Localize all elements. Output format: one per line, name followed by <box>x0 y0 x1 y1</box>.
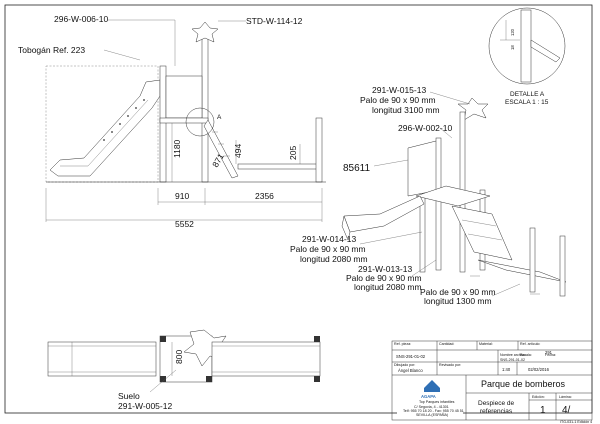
top-bridge <box>211 341 321 377</box>
post-2080a-label-a: Palo de 90 x 90 mm <box>290 244 366 254</box>
iso-platform <box>415 185 491 207</box>
dim-5552: 5552 <box>175 219 194 229</box>
tb-sheet-title-a: Despiece de <box>478 400 515 407</box>
title-block: Ref. pieza: SNS-291-01-02 Cantidad: Mate… <box>391 340 593 421</box>
side-view: A 296-W-006-10 STD-W-114-12 Tobogán Ref.… <box>18 14 326 229</box>
detail-a-title: DETALLE A <box>510 91 545 98</box>
floor-label-b: 291-W-005-12 <box>118 401 172 411</box>
dim-1180: 1180 <box>172 139 182 158</box>
post-center <box>201 33 209 183</box>
post-1300-label-a: Palo de 90 x 90 mm <box>420 287 496 297</box>
tb-dibujado-label: Dibujado por: <box>394 363 415 367</box>
iso-post-2 <box>435 137 442 271</box>
part-label-006: 296-W-006-10 <box>54 14 108 24</box>
ladder-shape <box>203 119 239 179</box>
tb-ref-pieza: SNS-291-01-02 <box>396 354 426 359</box>
tb-material-label: Material: <box>479 342 493 346</box>
slide-inner-line <box>60 99 149 167</box>
iso-star <box>457 97 489 121</box>
roof-panel <box>165 75 203 119</box>
slide-bolt <box>127 115 129 117</box>
dim-2356: 2356 <box>255 191 274 201</box>
tb-nombre-archivo: SNS-291-01-02 <box>500 358 525 362</box>
detail-a-view: 120 18 DETALLE A ESCALA 1 : 15 <box>488 7 566 106</box>
detail-a-callout-letter: A <box>217 114 222 121</box>
tb-cantidad-label: Cantidad: <box>439 342 454 346</box>
detail-bracket <box>530 39 561 63</box>
part-label-013: 291-W-013-13 <box>358 264 412 274</box>
part-label-014: 291-W-014-13 <box>302 234 356 244</box>
part-label-std: STD-W-114-12 <box>246 16 303 26</box>
post-3100-label-b: longitud 3100 mm <box>372 105 440 115</box>
iso-post-6 <box>559 235 566 297</box>
post-2080b-label-a: Palo de 90 x 90 mm <box>346 273 422 283</box>
detail-a-circle <box>488 7 566 85</box>
tb-escala: 1:40 <box>502 367 511 372</box>
slide-shape <box>49 79 161 177</box>
part-label-85611: 85611 <box>343 163 371 174</box>
dim-205: 205 <box>288 146 298 160</box>
part-label-slide: Tobogán Ref. 223 <box>18 45 85 55</box>
part-label-015: 291-W-015-13 <box>372 85 426 95</box>
tb-ref-pieza-label: Ref. pieza: <box>394 342 411 346</box>
iso-bridge <box>477 259 567 283</box>
tb-lamina: 4/ <box>562 405 571 416</box>
iso-ladder <box>451 205 513 261</box>
post-right <box>315 117 323 183</box>
platform-deck <box>159 117 209 124</box>
slide-bolt <box>111 131 113 133</box>
iso-post-5 <box>529 227 536 293</box>
tb-revisado-label: Revisado por: <box>439 363 461 367</box>
iso-roof-panel <box>407 139 441 197</box>
slide-bolt <box>103 139 105 141</box>
tb-dibujado: Ángel Blanco <box>398 368 423 373</box>
top-slide <box>47 341 157 377</box>
iso-slide <box>343 195 425 233</box>
company-tagline: Top Parques infantiles <box>419 400 455 404</box>
sheet-border <box>4 4 593 414</box>
slide-bolt <box>119 123 121 125</box>
detail-a-callout-circle <box>185 107 215 137</box>
detail-a-scale: ESCALA 1 : 15 <box>505 99 549 106</box>
dim-910: 910 <box>175 191 189 201</box>
slide-bolt <box>135 107 137 109</box>
company-address-1: C/ Segovia, 4 - 41301 <box>414 405 449 409</box>
isometric-view: 291-W-015-13 Palo de 90 x 90 mm longitud… <box>290 85 567 306</box>
post-3100-label-a: Palo de 90 x 90 mm <box>360 95 436 105</box>
company-logo-icon <box>424 380 440 388</box>
tb-fecha: 02/02/2016 <box>528 367 550 372</box>
detail-dim-120: 120 <box>510 28 515 36</box>
part-label-002: 296-W-002-10 <box>398 123 452 133</box>
tb-ref-articulo: 291 <box>545 350 553 355</box>
post-1300-label-b: longitud 1300 mm <box>424 296 492 306</box>
slide-bolt <box>143 99 145 101</box>
company-address-2: Telf: 955 70 18 20 - Fax: 955 70 45 51 <box>403 409 464 413</box>
floor-label-a: Suelo <box>118 391 140 401</box>
detail-dim-18: 18 <box>510 45 515 50</box>
post-2080a-label-b: longitud 2080 mm <box>300 254 368 264</box>
tb-edicion: 1 <box>540 405 546 416</box>
top-view: 800 Suelo 291-W-005-12 <box>47 329 321 411</box>
detail-post <box>520 9 532 83</box>
dim-800: 800 <box>174 350 184 364</box>
tb-sheet-title-b: referencias <box>480 408 513 415</box>
tb-ref-articulo-label: Ref. artículo: <box>520 342 540 346</box>
company-name: AGAPA <box>421 394 436 399</box>
tb-escala-label: Escala: <box>520 353 532 357</box>
post-left <box>159 65 167 183</box>
company-address-3: SEVILLA (ESPAÑA) <box>416 412 448 417</box>
bridge-deck <box>237 163 319 170</box>
iso-post-3 <box>419 195 426 273</box>
star-top-piece <box>191 21 219 43</box>
tb-fecha-label: Fecha: <box>545 353 556 357</box>
tb-project-title: Parque de bomberos <box>481 379 566 389</box>
post-2080b-label-b: longitud 2080 mm <box>354 282 422 292</box>
tb-nombre-archivo-label: Nombre archivo: <box>500 353 526 357</box>
tb-lamina-label: Lámina: <box>559 395 572 399</box>
tb-edicion-label: Edición: <box>532 395 545 399</box>
footer-code: ITG-031-1 Edición 4 <box>560 420 592 424</box>
dim-494: 494 <box>233 144 243 158</box>
